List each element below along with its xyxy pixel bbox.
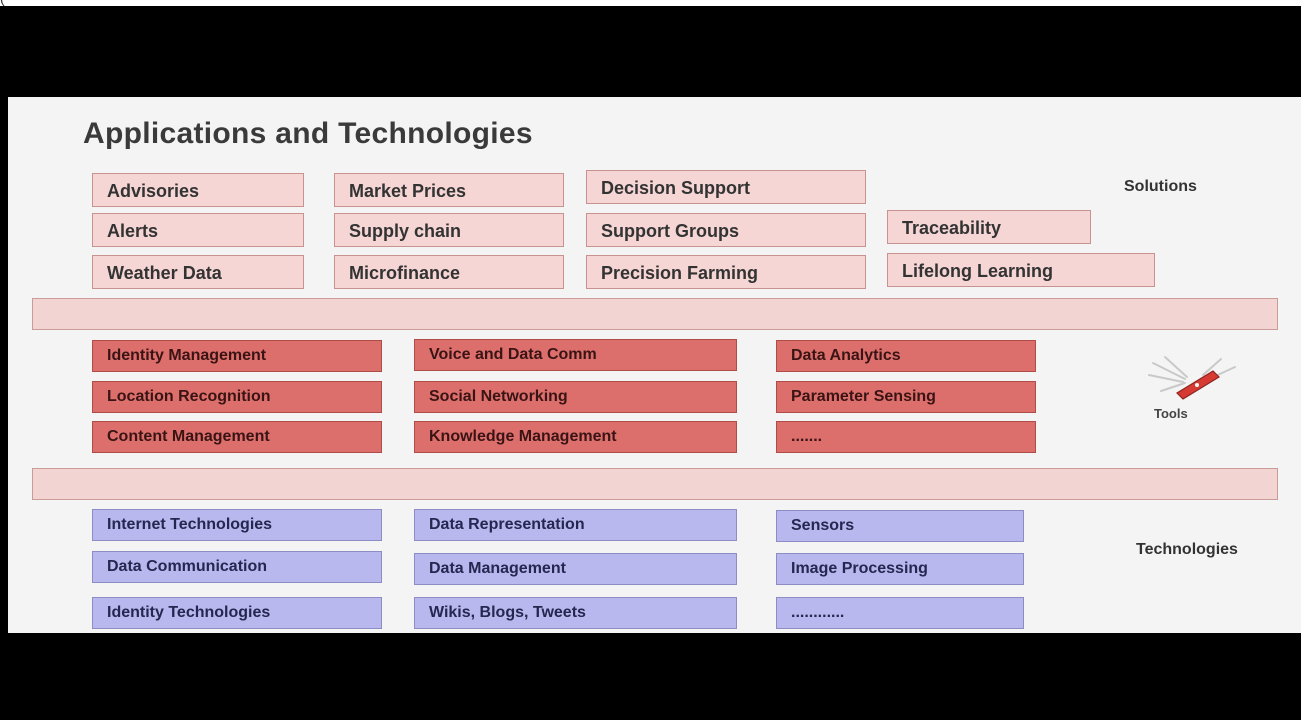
top-strip-text: ( (0, 0, 5, 6)
tool-box-ellipsis: ....... (776, 421, 1036, 453)
layer-band-lower (32, 468, 1278, 500)
tool-box-voice-and-data-comm: Voice and Data Comm (414, 339, 737, 371)
solution-box-supply-chain: Supply chain (334, 213, 564, 247)
swiss-army-knife-icon (1148, 356, 1236, 400)
solution-box-weather-data: Weather Data (92, 255, 304, 289)
solution-box-market-prices: Market Prices (334, 173, 564, 207)
tech-box-data-management: Data Management (414, 553, 737, 585)
layer-band-upper (32, 298, 1278, 330)
tool-box-social-networking: Social Networking (414, 381, 737, 413)
solution-box-support-groups: Support Groups (586, 213, 866, 247)
tech-box-identity-technologies: Identity Technologies (92, 597, 382, 629)
solution-box-decision-support: Decision Support (586, 170, 866, 204)
slide-title: Applications and Technologies (83, 117, 533, 150)
tool-box-location-recognition: Location Recognition (92, 381, 382, 413)
slide: Applications and Technologies Advisories… (8, 97, 1301, 633)
tech-box-image-processing: Image Processing (776, 553, 1024, 585)
tools-label: Tools (1154, 406, 1188, 421)
solution-box-alerts: Alerts (92, 213, 304, 247)
tech-box-data-communication: Data Communication (92, 551, 382, 583)
technologies-label: Technologies (1136, 541, 1238, 558)
tech-box-data-representation: Data Representation (414, 509, 737, 541)
tech-box-wikis-blogs-tweets: Wikis, Blogs, Tweets (414, 597, 737, 629)
solution-box-precision-farming: Precision Farming (586, 255, 866, 289)
solution-box-microfinance: Microfinance (334, 255, 564, 289)
tech-box-sensors: Sensors (776, 510, 1024, 542)
tech-box-internet-technologies: Internet Technologies (92, 509, 382, 541)
solution-box-advisories: Advisories (92, 173, 304, 207)
tool-box-knowledge-management: Knowledge Management (414, 421, 737, 453)
top-strip: ( (0, 0, 1301, 6)
tech-box-ellipsis: ............ (776, 597, 1024, 629)
solutions-label: Solutions (1124, 178, 1197, 195)
tool-box-identity-management: Identity Management (92, 340, 382, 372)
solution-box-lifelong-learning: Lifelong Learning (887, 253, 1155, 287)
solution-box-traceability: Traceability (887, 210, 1091, 244)
tool-box-parameter-sensing: Parameter Sensing (776, 381, 1036, 413)
tool-box-content-management: Content Management (92, 421, 382, 453)
tool-box-data-analytics: Data Analytics (776, 340, 1036, 372)
